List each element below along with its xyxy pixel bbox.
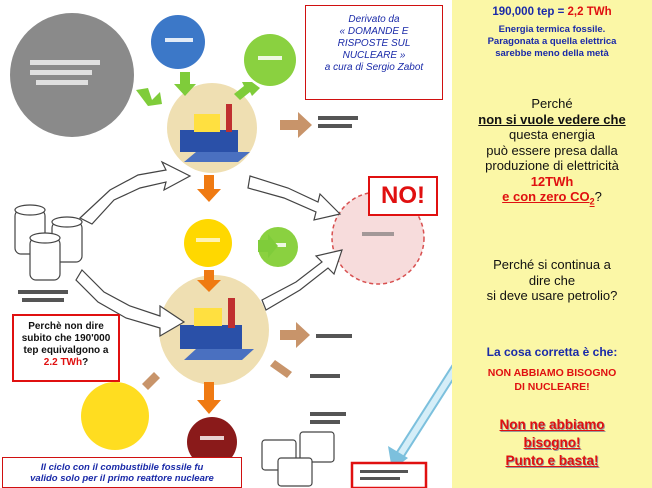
final-statement: Non ne abbiamo bisogno! Punto e basta! xyxy=(452,416,652,470)
para-line-2: non si vuole vedere che xyxy=(478,111,626,127)
waste-circle xyxy=(187,417,237,467)
source-line-1: Derivato da xyxy=(348,14,400,25)
headline-prefix: 190,000 tep = xyxy=(492,6,568,18)
fuel-tanks-icon xyxy=(14,204,83,281)
final-line-1: Non ne abbiamo xyxy=(499,417,605,432)
no-nuclear-statement: NON ABBIAMO BISOGNO DI NUCLEARE! xyxy=(452,366,652,394)
fuel-circle-middle xyxy=(184,219,232,267)
question-box: Perchè non dire subito che 190'000 tep e… xyxy=(12,314,120,382)
input-circle-blue xyxy=(151,15,205,69)
power-plant-bottom xyxy=(159,275,269,385)
question-paragraph: Perché non si vuole vedere che questa en… xyxy=(452,96,652,210)
petrolio-question: Perché si continua a dire che si deve us… xyxy=(452,257,652,304)
footnote-line-2: valido solo per il primo reattore nuclea… xyxy=(30,473,214,484)
final-line-3: Punto e basta! xyxy=(505,453,599,468)
source-line-3: RISPOSTE SUL xyxy=(337,38,411,49)
q-line-2: dire che xyxy=(528,272,576,288)
fuel-circle-bottom-left xyxy=(81,382,149,450)
para-line-4: può essere presa dalla xyxy=(486,142,618,158)
question-suffix: ? xyxy=(82,357,89,368)
para-line-5: produzione di elettricità xyxy=(485,158,619,173)
q-line-3: si deve usare petrolio? xyxy=(486,288,618,303)
commentary-panel: 190,000 tep = 2,2 TWh Energia termica fo… xyxy=(452,0,652,488)
footnote: Il ciclo con il combustibile fossile fu … xyxy=(2,457,242,488)
nonuc-line-1: NON ABBIAMO BISOGNO xyxy=(487,367,617,379)
para-line-7-end: ? xyxy=(594,189,602,204)
correct-statement: La cosa corretta è che: xyxy=(486,345,618,359)
final-line-2: bisogno! xyxy=(523,435,581,450)
headline-subtext: Energia termica fossile. Paragonata a qu… xyxy=(452,24,652,60)
blurry-labels xyxy=(310,116,358,424)
waste-containers-icon xyxy=(261,431,335,487)
sub-line-2: Paragonata a quella elettrica xyxy=(487,36,617,47)
source-line-5: a cura di Sergio Zabot xyxy=(324,62,424,73)
orange-arrows xyxy=(197,175,221,414)
nonuc-line-2: DI NUCLEARE! xyxy=(514,381,590,393)
source-note: Derivato da « DOMANDE E RISPOSTE SUL NUC… xyxy=(305,5,443,100)
para-line-7: e con zero CO xyxy=(502,189,590,204)
green-arrows xyxy=(136,72,278,258)
power-plant-top xyxy=(167,83,257,173)
question-line-1: Perchè non dire xyxy=(28,321,104,332)
headline-value: 2,2 TWh xyxy=(567,6,612,18)
para-line-3: questa energia xyxy=(508,127,595,142)
input-circle-green xyxy=(244,34,296,86)
para-line-7-sub: 2 xyxy=(589,196,595,207)
source-line-4: NUCLEARE » xyxy=(342,50,406,61)
no-label: NO! xyxy=(368,176,438,216)
primary-resource-circle xyxy=(10,13,134,137)
question-line-3: tep equivalgono a xyxy=(23,345,109,356)
white-flow-arrows xyxy=(75,160,343,338)
sub-line-1: Energia termica fossile. xyxy=(498,24,606,35)
source-line-2: « DOMANDE E xyxy=(339,26,409,37)
question-line-2: subito che 190'000 xyxy=(21,333,111,344)
question-value: 2.2 TWh xyxy=(43,357,83,368)
tanks-caption-blur xyxy=(18,290,68,302)
footnote-line-1: Il ciclo con il combustibile fossile fu xyxy=(40,462,204,473)
brown-arrows xyxy=(142,112,312,390)
para-line-6: 12TWh xyxy=(530,173,574,189)
para-line-1: Perché xyxy=(531,96,573,111)
bottom-red-box xyxy=(350,461,428,488)
sub-line-3: sarebbe meno della metà xyxy=(495,48,609,59)
q-line-1: Perché si continua a xyxy=(493,257,611,272)
headline: 190,000 tep = 2,2 TWh xyxy=(452,6,652,18)
